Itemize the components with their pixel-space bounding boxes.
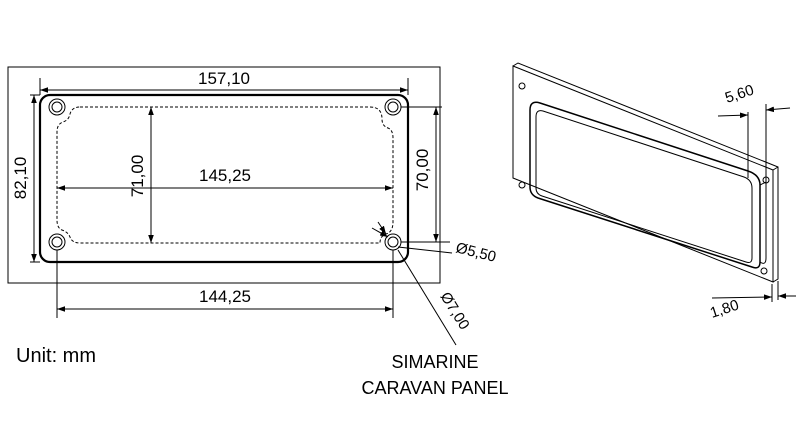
dimension-inner-width: 145,25 bbox=[57, 166, 393, 191]
iso-hole-bottom-right bbox=[760, 267, 768, 275]
dimension-plate-thickness: 1,80 bbox=[708, 281, 796, 322]
dimension-inner-height: 71,00 bbox=[128, 107, 154, 243]
iso-hole-top-left bbox=[518, 82, 526, 90]
hole-spacing-vertical-label: 70,00 bbox=[413, 149, 432, 192]
mounting-hole-top-left bbox=[48, 98, 66, 116]
product-name-line1: SIMARINE bbox=[391, 352, 478, 372]
front-view: 157,10 82,10 145,25 71,00 70,00 bbox=[7, 66, 498, 346]
hole-diameter-large-label: Ø7,00 bbox=[437, 289, 473, 333]
outer-plate-outline bbox=[7, 66, 441, 284]
iso-panel-outer bbox=[529, 101, 761, 269]
outer-width-label: 157,10 bbox=[198, 69, 250, 88]
unit-label: Unit: mm bbox=[16, 345, 96, 367]
outer-height-label: 82,10 bbox=[11, 157, 30, 200]
hole-spacing-horizontal-label: 144,25 bbox=[199, 287, 251, 306]
inner-width-label: 145,25 bbox=[199, 166, 251, 185]
product-name-line2: CARAVAN PANEL bbox=[361, 378, 508, 398]
mounting-hole-bottom-left bbox=[48, 233, 66, 251]
iso-plate-edge bbox=[512, 62, 779, 283]
dimension-hole-spacing-vertical: 70,00 bbox=[401, 106, 450, 243]
dimension-outer-width: 157,10 bbox=[39, 69, 409, 95]
hole-diameter-small-label: Ø5,50 bbox=[454, 239, 498, 265]
iso-panel-side bbox=[759, 181, 767, 264]
panel-outline bbox=[38, 93, 410, 264]
plate-thickness-label: 1,80 bbox=[708, 297, 741, 322]
iso-hole-bottom-left bbox=[518, 181, 526, 189]
iso-panel-inner bbox=[535, 110, 753, 263]
inner-recess-outline bbox=[56, 106, 394, 244]
isometric-view: 5,60 1,80 bbox=[512, 62, 796, 322]
inner-height-label: 71,00 bbox=[128, 155, 147, 198]
depth-total-label: 5,60 bbox=[723, 82, 756, 107]
dimension-outer-height: 82,10 bbox=[11, 94, 40, 263]
dimension-hole-spacing-horizontal: 144,25 bbox=[56, 250, 394, 318]
mounting-hole-top-right bbox=[384, 98, 402, 116]
dimension-depth-total: 5,60 bbox=[717, 82, 791, 182]
